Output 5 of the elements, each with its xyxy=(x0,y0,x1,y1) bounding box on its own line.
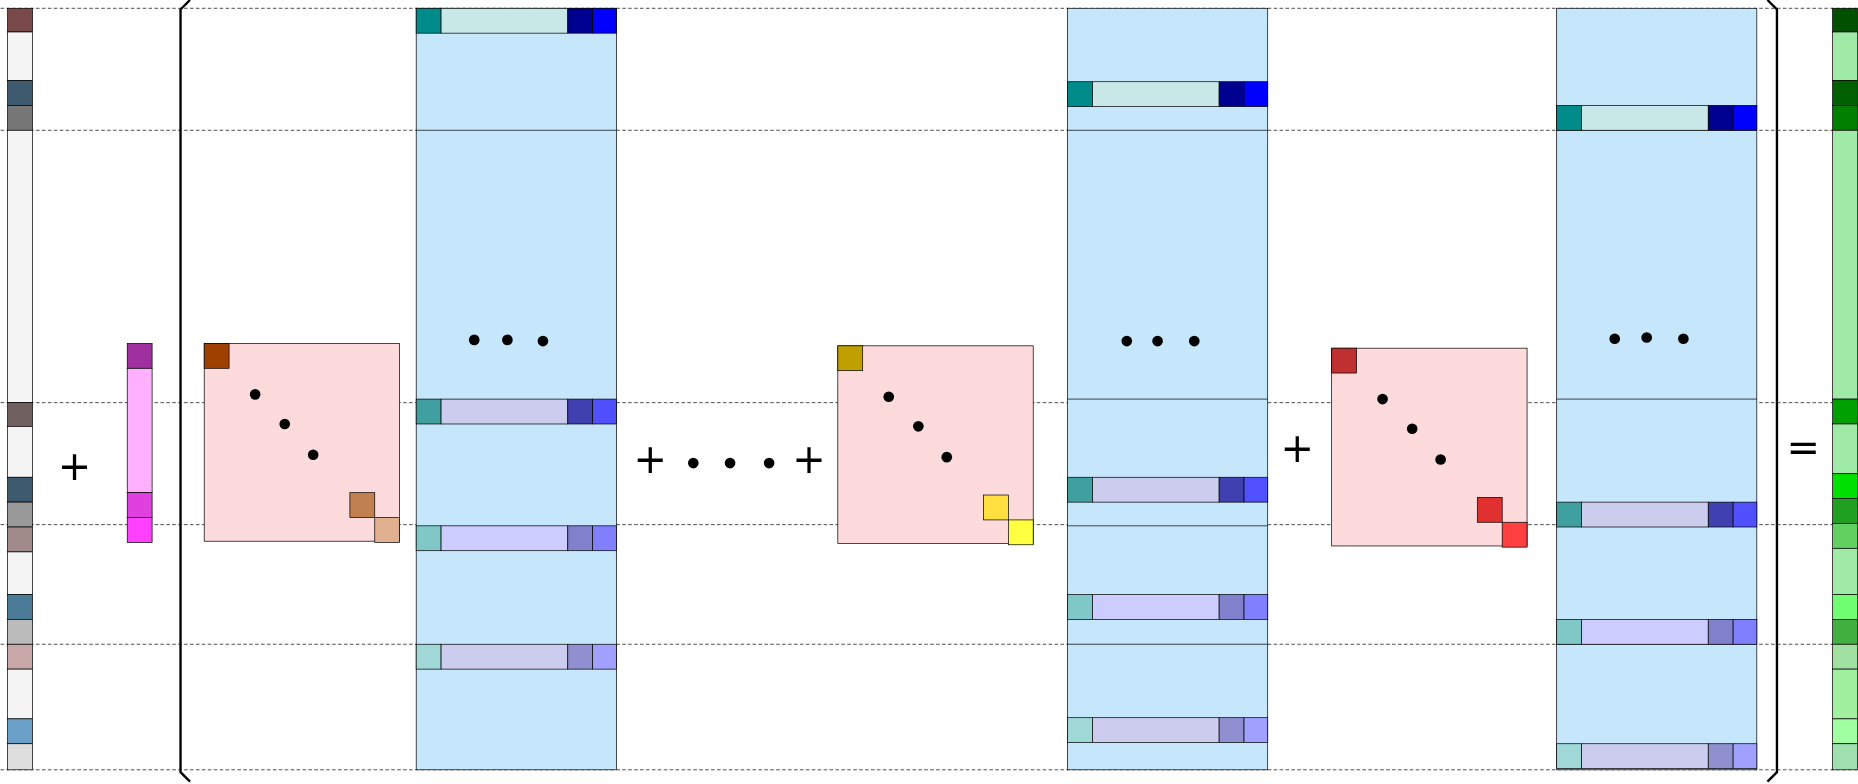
plus-sign: + xyxy=(633,438,668,479)
equals-sign: = xyxy=(1786,426,1820,467)
plus-sign: + xyxy=(57,445,92,486)
plus-sign: + xyxy=(1280,427,1315,468)
plus-sign: + xyxy=(792,438,826,479)
